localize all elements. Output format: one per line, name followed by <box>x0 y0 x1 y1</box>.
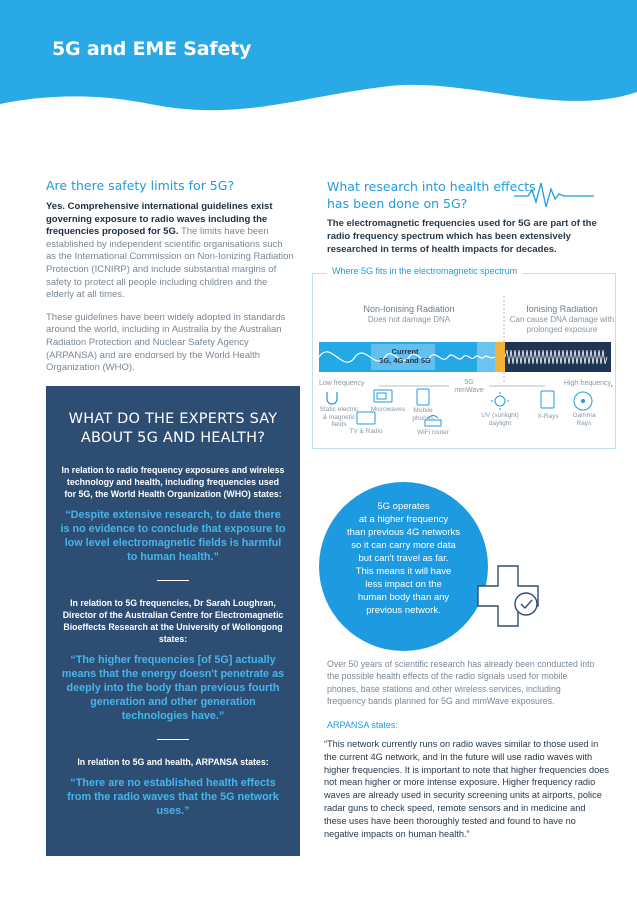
research-body: Over 50 years of scientific research has… <box>327 659 595 707</box>
uv-label: UV (sunlight) daylight <box>481 412 519 427</box>
arpansa-label: ARPANSA states: <box>327 720 398 730</box>
gamma-rays-label: Gamma Rays <box>572 412 596 427</box>
tv-radio-label: TV & Radio <box>349 428 383 435</box>
mobile-phone-icon <box>416 388 430 406</box>
mmwave-label: 5G mmWave <box>449 379 489 395</box>
microwave-icon <box>373 389 393 403</box>
mobile-phones-label: Mobile phones <box>412 407 434 422</box>
safety-lead: Yes. Comprehensive international guideli… <box>46 201 273 238</box>
who-intro: In relation to radio frequency exposures… <box>61 465 285 499</box>
spectrum-diagram: Where 5G fits in the electromagnetic spe… <box>312 266 616 449</box>
xray-icon <box>540 390 555 409</box>
loughran-quote: “The higher frequencies [of 5G] actually… <box>61 654 285 722</box>
health-cross-icon <box>477 565 539 627</box>
nonionizing-sublabel: Does not damage DNA <box>367 315 451 324</box>
tv-icon <box>356 411 376 425</box>
xrays-label: X-Rays <box>537 413 559 420</box>
safety-para-1: Yes. Comprehensive international guideli… <box>46 201 294 302</box>
magnet-icon <box>326 392 338 405</box>
loughran-intro: In relation to 5G frequencies, Dr Sarah … <box>62 598 284 644</box>
divider <box>157 580 189 581</box>
safety-heading: Are there safety limits for 5G? <box>46 178 235 193</box>
current-network-label: Current 3G, 4G and 5G <box>379 347 431 365</box>
radiation-icon <box>573 391 593 411</box>
safety-lead-rest: The limits have been established by inde… <box>46 226 294 301</box>
microwaves-label: Microwaves <box>370 406 406 413</box>
bubble-text: 5G operates at a higher frequency than p… <box>346 501 460 616</box>
divider <box>157 739 189 740</box>
low-frequency-label: Low frequency <box>319 379 379 389</box>
visible-light-band <box>495 342 505 372</box>
arpansa-short-quote: “There are no established health effects… <box>67 777 279 817</box>
current-network-zone <box>371 344 435 370</box>
header-wave <box>0 0 637 111</box>
ionizing-label: Ionising Radiation <box>526 304 598 314</box>
sun-icon <box>491 392 509 410</box>
safety-para-2: These guidelines have been widely adopte… <box>46 311 286 374</box>
static-fields-label: Static electric & magnetic fields <box>319 406 359 428</box>
wifi-router-icon <box>424 415 442 427</box>
frequency-bubble: 5G operates at a higher frequency than p… <box>319 482 488 651</box>
spectrum-graphic <box>318 296 613 427</box>
high-frequency-label: High frequency <box>545 379 611 389</box>
experts-title: WHAT DO THE EXPERTS SAY ABOUT 5G AND HEA… <box>68 411 278 446</box>
mmwave-band <box>477 342 495 372</box>
safety-body: Yes. Comprehensive international guideli… <box>46 201 294 375</box>
arpansa-quote: “This network currently runs on radio wa… <box>324 739 609 839</box>
experts-panel: WHAT DO THE EXPERTS SAY ABOUT 5G AND HEA… <box>46 386 300 856</box>
heartbeat-icon <box>514 182 594 208</box>
wifi-router-label: WiFi router <box>417 429 449 436</box>
page-title: 5G and EME Safety <box>52 38 252 60</box>
arpansa-intro: In relation to 5G and health, ARPANSA st… <box>77 757 269 767</box>
ionizing-sublabel: Can cause DNA damage with prolonged expo… <box>509 315 615 334</box>
nonionizing-label: Non-Ionising Radiation <box>363 304 455 314</box>
research-heading: What research into health effects has be… <box>327 179 536 211</box>
research-intro: The electromagnetic frequencies used for… <box>327 218 597 255</box>
spectrum-title: Where 5G fits in the electromagnetic spe… <box>327 266 523 276</box>
who-quote: “Despite extensive research, to date the… <box>60 509 286 563</box>
